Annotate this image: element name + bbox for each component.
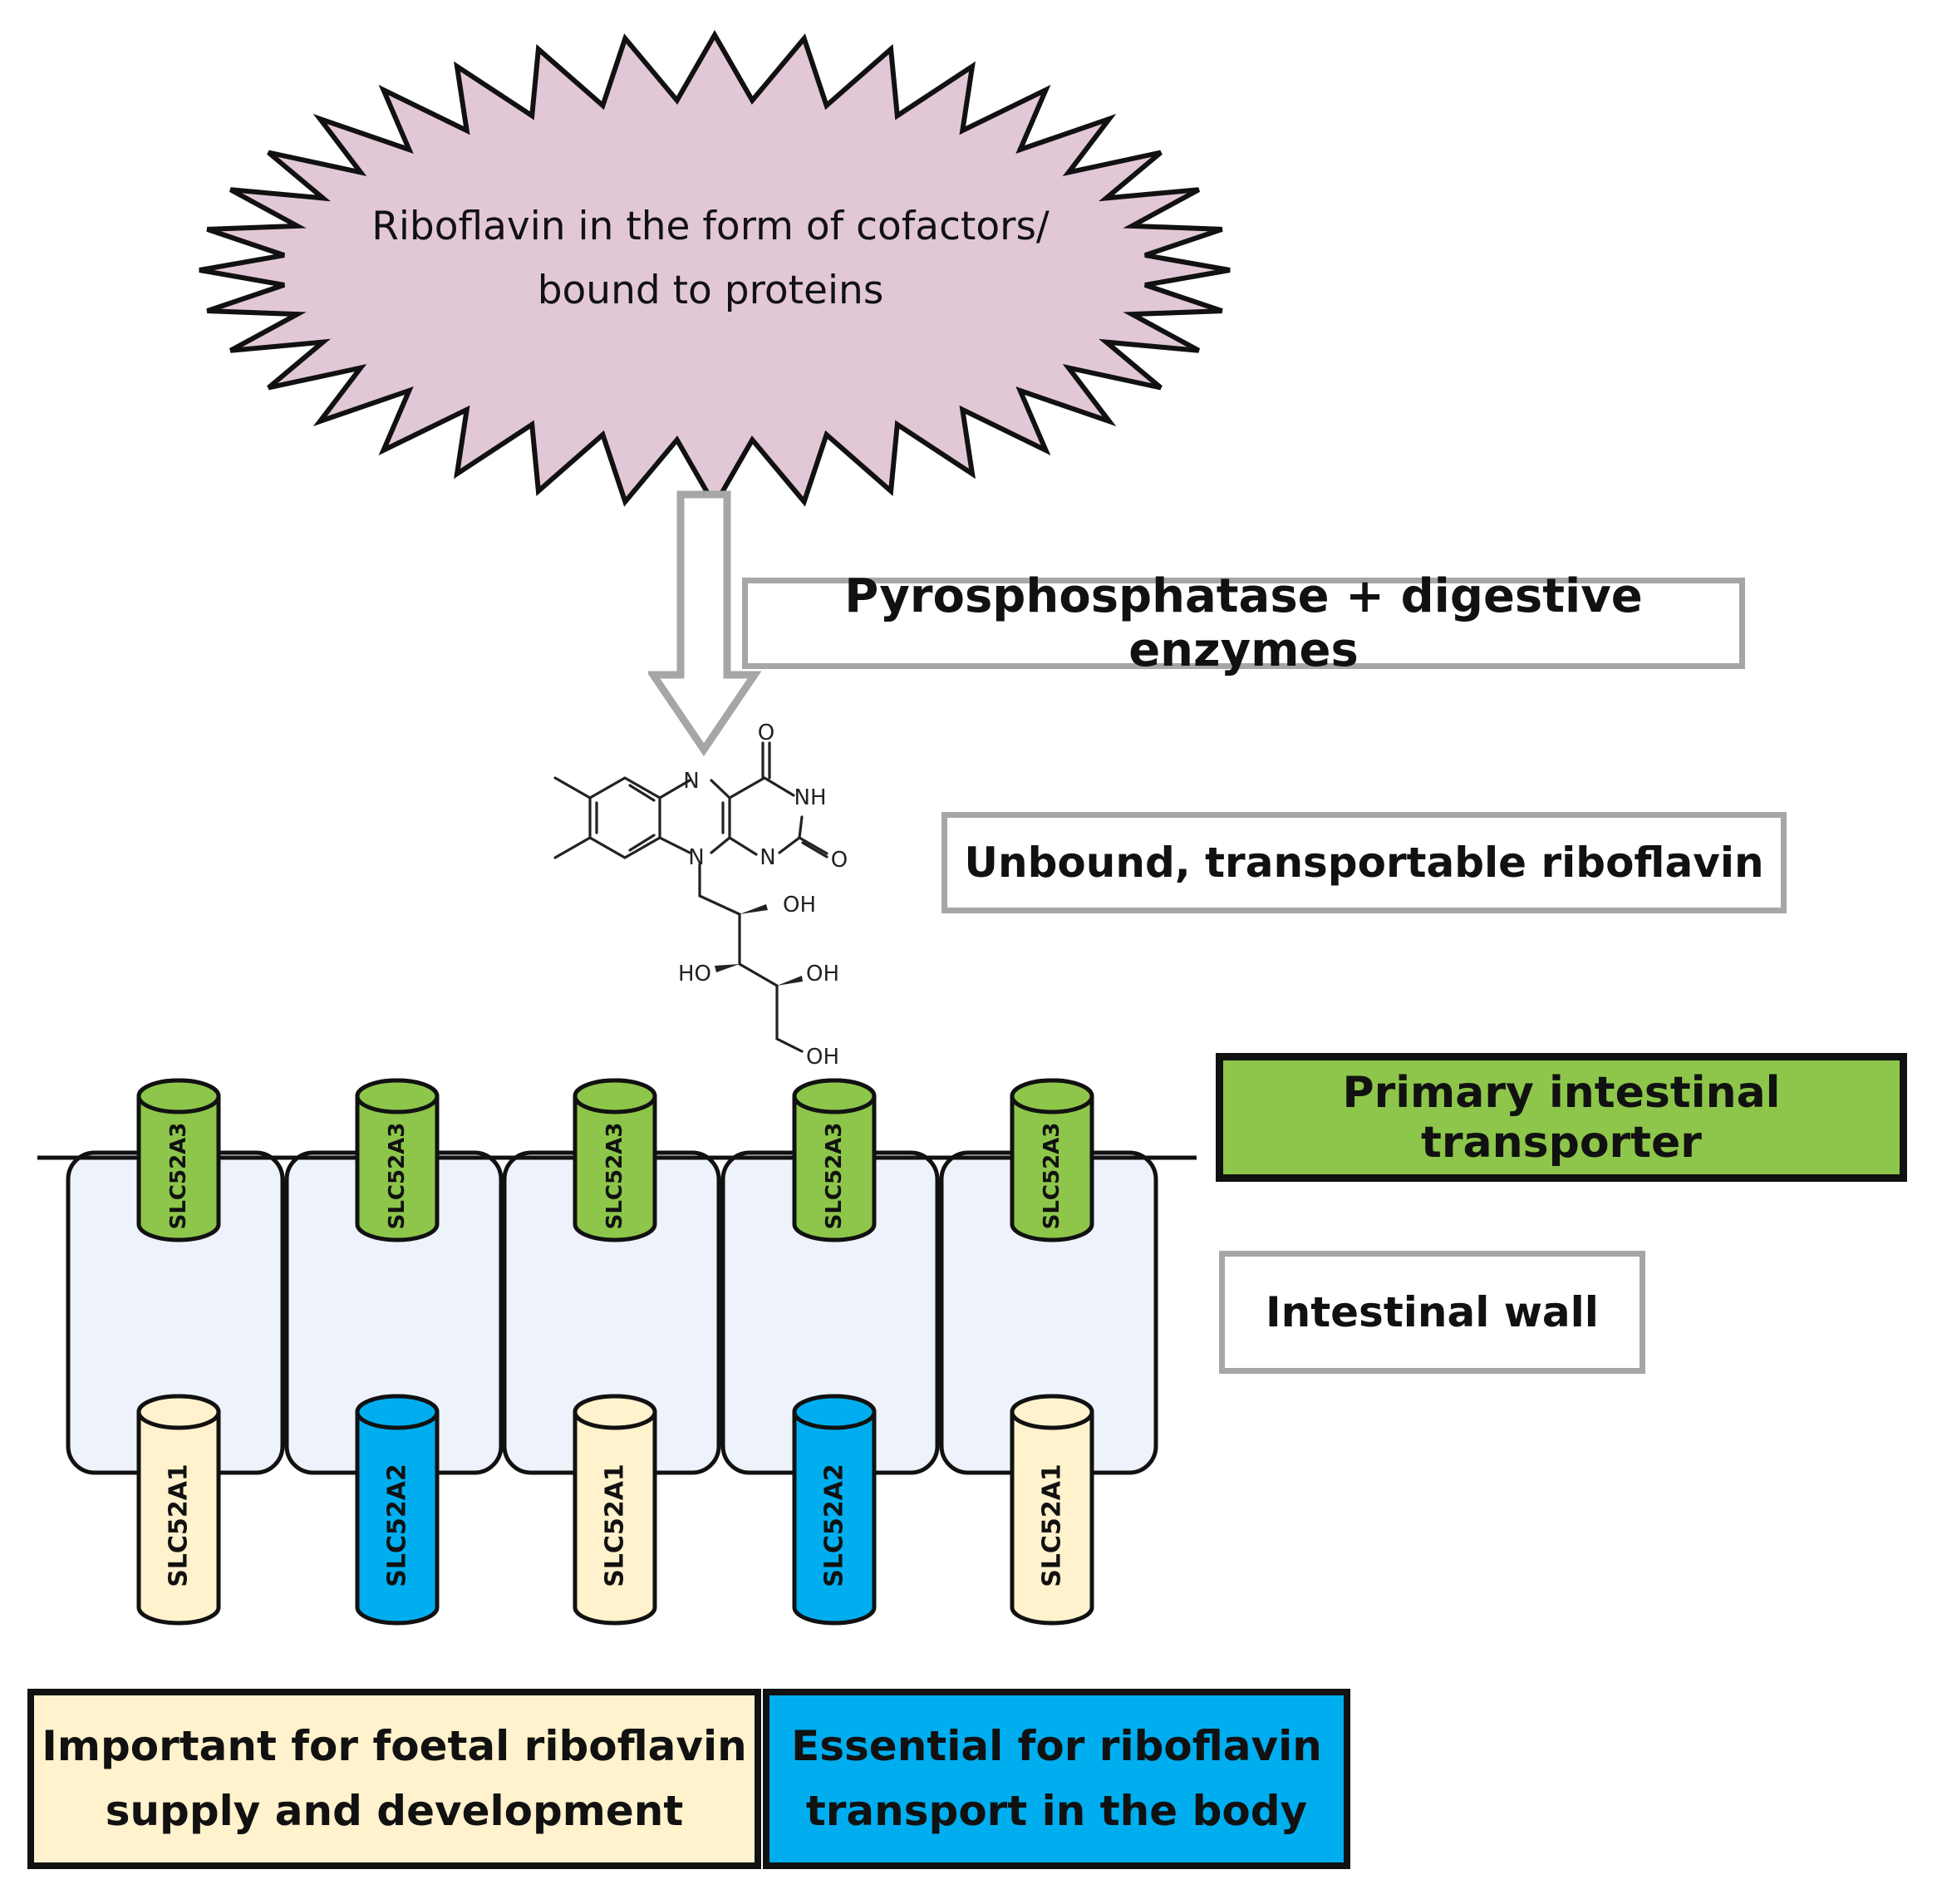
transporter-label: SLC52A1 xyxy=(601,1464,630,1587)
transporter-top-slc52a3-2: SLC52A3 xyxy=(355,1078,440,1242)
transporter-top-slc52a3-3: SLC52A3 xyxy=(573,1078,657,1242)
enzyme-label: Pyrosphosphatase + digestive enzymes xyxy=(742,569,1745,677)
transporter-label: SLC52A2 xyxy=(383,1464,412,1587)
transporter-top-slc52a3-5: SLC52A3 xyxy=(1010,1078,1094,1242)
primary-transporter-label-text: Primary intestinal transporter xyxy=(1342,1067,1781,1168)
transporter-label: SLC52A3 xyxy=(1040,1123,1064,1230)
cofactor-starburst: Riboflavin in the form of cofactors/ bou… xyxy=(199,29,1231,511)
atom-n3: N xyxy=(760,845,775,870)
atom-oh2: OH xyxy=(806,962,839,986)
primary-transporter-label: Primary intestinal transporter xyxy=(1216,1053,1907,1182)
atom-n1: N xyxy=(683,769,699,794)
unbound-label: Unbound, transportable riboflavin xyxy=(941,812,1787,913)
transporter-label: SLC52A3 xyxy=(385,1123,410,1230)
transporter-bottom-slc52a1-5: SLC52A1 xyxy=(1010,1394,1094,1626)
transporter-label: SLC52A3 xyxy=(602,1123,627,1230)
atom-oh1: OH xyxy=(783,893,816,918)
atom-o2: O xyxy=(831,848,848,873)
transporter-bottom-slc52a1-1: SLC52A1 xyxy=(136,1394,221,1626)
legend-essential-line1: Essential for riboflavin xyxy=(791,1722,1322,1770)
intestinal-wall-diagram: SLC52A3 SLC52A3 SLC52A3 SLC52A3 SLC52A3SLC52… xyxy=(37,1078,1197,1626)
starburst-text-line1: Riboflavin in the form of cofactors/ xyxy=(371,204,1050,249)
legend-foetal: Important for foetal riboflavin supply a… xyxy=(27,1689,761,1869)
transporter-label: SLC52A1 xyxy=(1038,1464,1067,1587)
cell-row xyxy=(66,1150,1158,1475)
transporter-row: SLC52A3 SLC52A3 SLC52A3 SLC52A3 SLC52A3SLC52… xyxy=(136,1078,1094,1626)
legend-essential-line2: transport in the body xyxy=(805,1786,1308,1835)
legend-foetal-line1: Important for foetal riboflavin xyxy=(42,1722,747,1770)
starburst-text-line2: bound to proteins xyxy=(538,268,884,313)
atom-nh: NH xyxy=(794,785,827,810)
riboflavin-structure: N N N NH O O OH HO OH OH xyxy=(553,721,848,1070)
transporter-label: SLC52A1 xyxy=(165,1464,194,1587)
atom-oh3: OH xyxy=(806,1045,839,1070)
unbound-label-text: Unbound, transportable riboflavin xyxy=(964,839,1764,887)
transporter-top-slc52a3-4: SLC52A3 xyxy=(792,1078,877,1242)
down-arrow-icon xyxy=(648,490,762,756)
transporter-bottom-slc52a2-2: SLC52A2 xyxy=(355,1394,440,1626)
transporter-bottom-slc52a2-4: SLC52A2 xyxy=(792,1394,877,1626)
transporter-label: SLC52A3 xyxy=(822,1123,847,1230)
atom-n2: N xyxy=(688,845,704,870)
transporter-label: SLC52A3 xyxy=(166,1123,191,1230)
atom-o1: O xyxy=(758,721,774,745)
intestinal-wall-label: Intestinal wall xyxy=(1219,1251,1645,1374)
transporter-bottom-slc52a1-3: SLC52A1 xyxy=(573,1394,657,1626)
legend-foetal-line2: supply and development xyxy=(105,1786,684,1835)
transporter-label: SLC52A2 xyxy=(820,1464,849,1587)
transporter-top-slc52a3-1: SLC52A3 xyxy=(136,1078,221,1242)
enzyme-label-text: Pyrosphosphatase + digestive enzymes xyxy=(844,569,1643,677)
atom-ho: HO xyxy=(678,962,711,986)
legend-essential: Essential for riboflavin transport in th… xyxy=(763,1689,1350,1869)
intestinal-wall-label-text: Intestinal wall xyxy=(1266,1288,1599,1336)
